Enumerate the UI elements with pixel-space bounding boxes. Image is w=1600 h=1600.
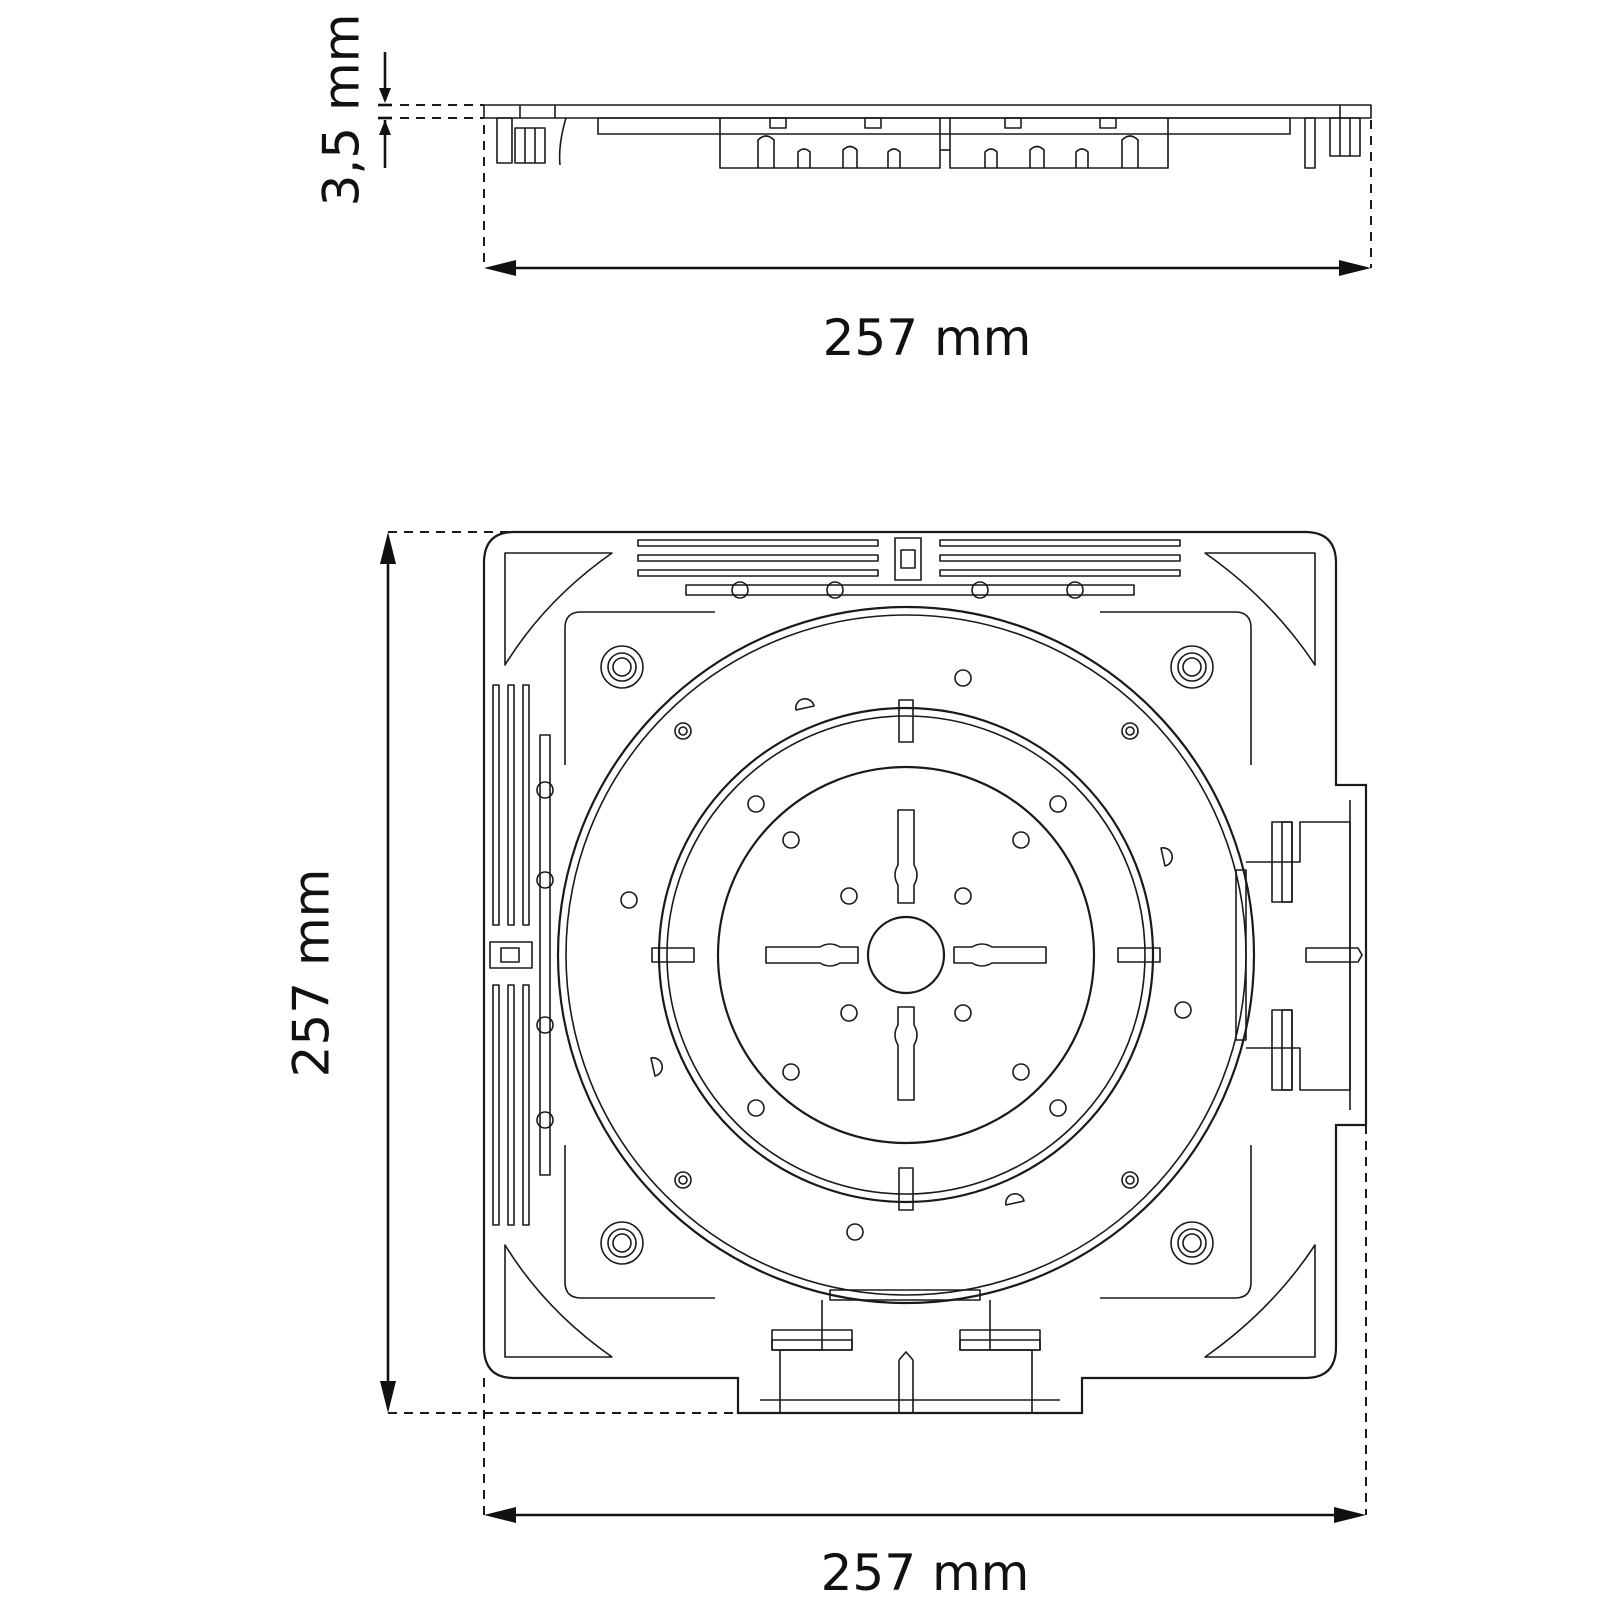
arrow-left-icon bbox=[484, 260, 516, 276]
side-thickness-label: 3,5 mm bbox=[313, 14, 371, 207]
turntable-rings bbox=[556, 605, 1256, 1305]
inner-brackets bbox=[564, 611, 1252, 1299]
bottom-connector bbox=[760, 1289, 1060, 1413]
corner-bosses bbox=[600, 645, 1214, 1265]
top-width-label: 257 mm bbox=[821, 1544, 1030, 1600]
top-vent-slots bbox=[637, 537, 1181, 599]
ring-tabs bbox=[651, 699, 1161, 1211]
arrow-left-icon bbox=[484, 1507, 516, 1523]
corner-wedges bbox=[504, 552, 1316, 1358]
plate-outline bbox=[482, 530, 1368, 1415]
top-view-dimensions: 257 mm 257 mm bbox=[283, 531, 1367, 1600]
arrow-up-icon bbox=[380, 532, 396, 564]
mounting-holes bbox=[620, 669, 1192, 1241]
arrow-up-icon bbox=[379, 120, 391, 135]
arrow-right-icon bbox=[1339, 260, 1371, 276]
keyhole-slots bbox=[765, 809, 1047, 1101]
half-moon-notches bbox=[650, 697, 1174, 1206]
side-view bbox=[483, 104, 1372, 169]
arrow-down-icon bbox=[380, 1381, 396, 1413]
arrow-right-icon bbox=[1334, 1507, 1366, 1523]
top-height-label: 257 mm bbox=[283, 869, 341, 1078]
side-width-label: 257 mm bbox=[823, 309, 1032, 367]
top-view bbox=[482, 530, 1368, 1415]
arrow-down-icon bbox=[379, 88, 391, 103]
housing-slots bbox=[757, 135, 1139, 168]
right-connector bbox=[1235, 800, 1363, 1110]
side-view-dimensions: 3,5 mm 257 mm bbox=[313, 14, 1372, 367]
left-vent-slots bbox=[489, 684, 554, 1226]
